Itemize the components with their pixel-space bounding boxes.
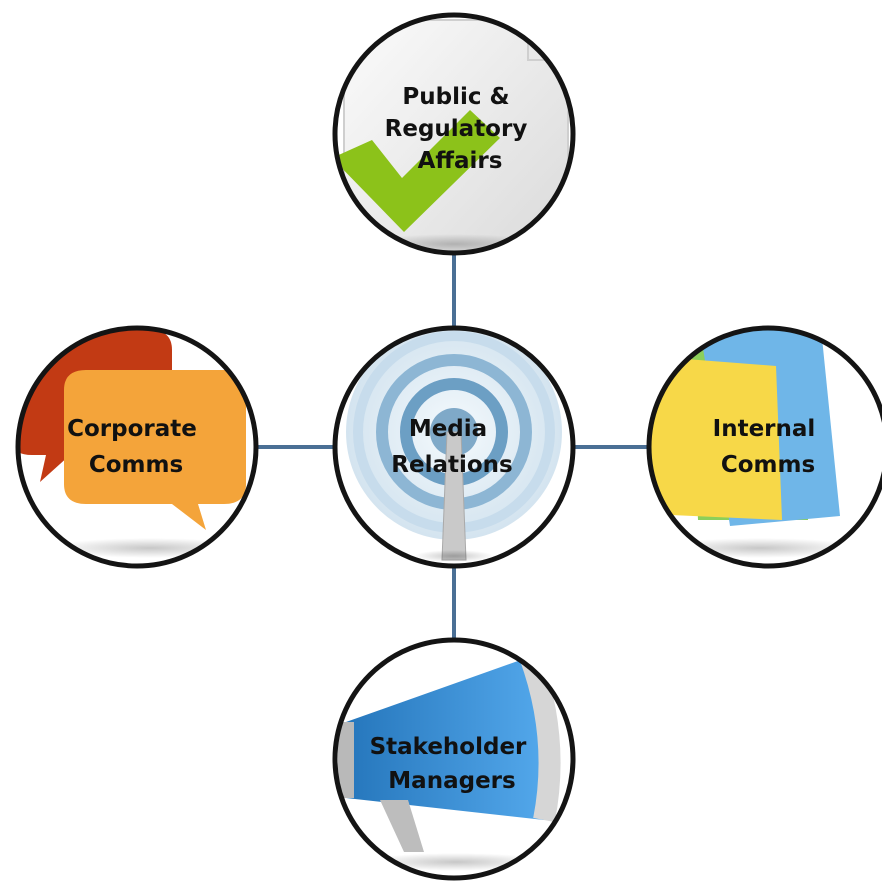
node-bottom-label-line: Managers bbox=[388, 768, 515, 794]
node-top-label-line: Public & bbox=[402, 84, 509, 110]
node-bottom: Stakeholder Managers bbox=[332, 637, 576, 881]
node-center-label-line: Relations bbox=[391, 452, 512, 478]
document-check-icon bbox=[335, 17, 571, 253]
node-left-label-line: Corporate bbox=[67, 416, 197, 442]
node-left-label-line: Comms bbox=[89, 452, 183, 478]
node-top-label-line: Affairs bbox=[418, 148, 503, 174]
megaphone-icon bbox=[338, 652, 561, 871]
svg-text:Media Relations: Media Relations bbox=[391, 416, 512, 478]
node-right: Internal Comms bbox=[646, 325, 882, 569]
node-bottom-label-line: Stakeholder bbox=[370, 734, 527, 760]
broadcast-antenna-icon bbox=[346, 328, 562, 562]
node-right-label-line: Comms bbox=[721, 452, 815, 478]
speech-bubbles-icon bbox=[18, 330, 250, 558]
svg-text:Internal Comms: Internal Comms bbox=[713, 416, 824, 478]
connectors bbox=[255, 252, 650, 641]
node-left: Corporate Comms bbox=[15, 325, 259, 569]
svg-text:Corporate Comms: Corporate Comms bbox=[67, 416, 205, 478]
node-top-label-line: Regulatory bbox=[385, 116, 528, 142]
node-right-label-line: Internal bbox=[713, 416, 816, 442]
node-center-label-line: Media bbox=[409, 416, 487, 442]
svg-text:Public & Regulatory: Public & Regulatory Affairs bbox=[385, 84, 536, 174]
node-top: Public & Regulatory Affairs bbox=[332, 12, 576, 256]
svg-text:Stakeholder Managers: Stakeholder Managers bbox=[370, 734, 535, 794]
node-center: Media Relations bbox=[332, 325, 576, 569]
